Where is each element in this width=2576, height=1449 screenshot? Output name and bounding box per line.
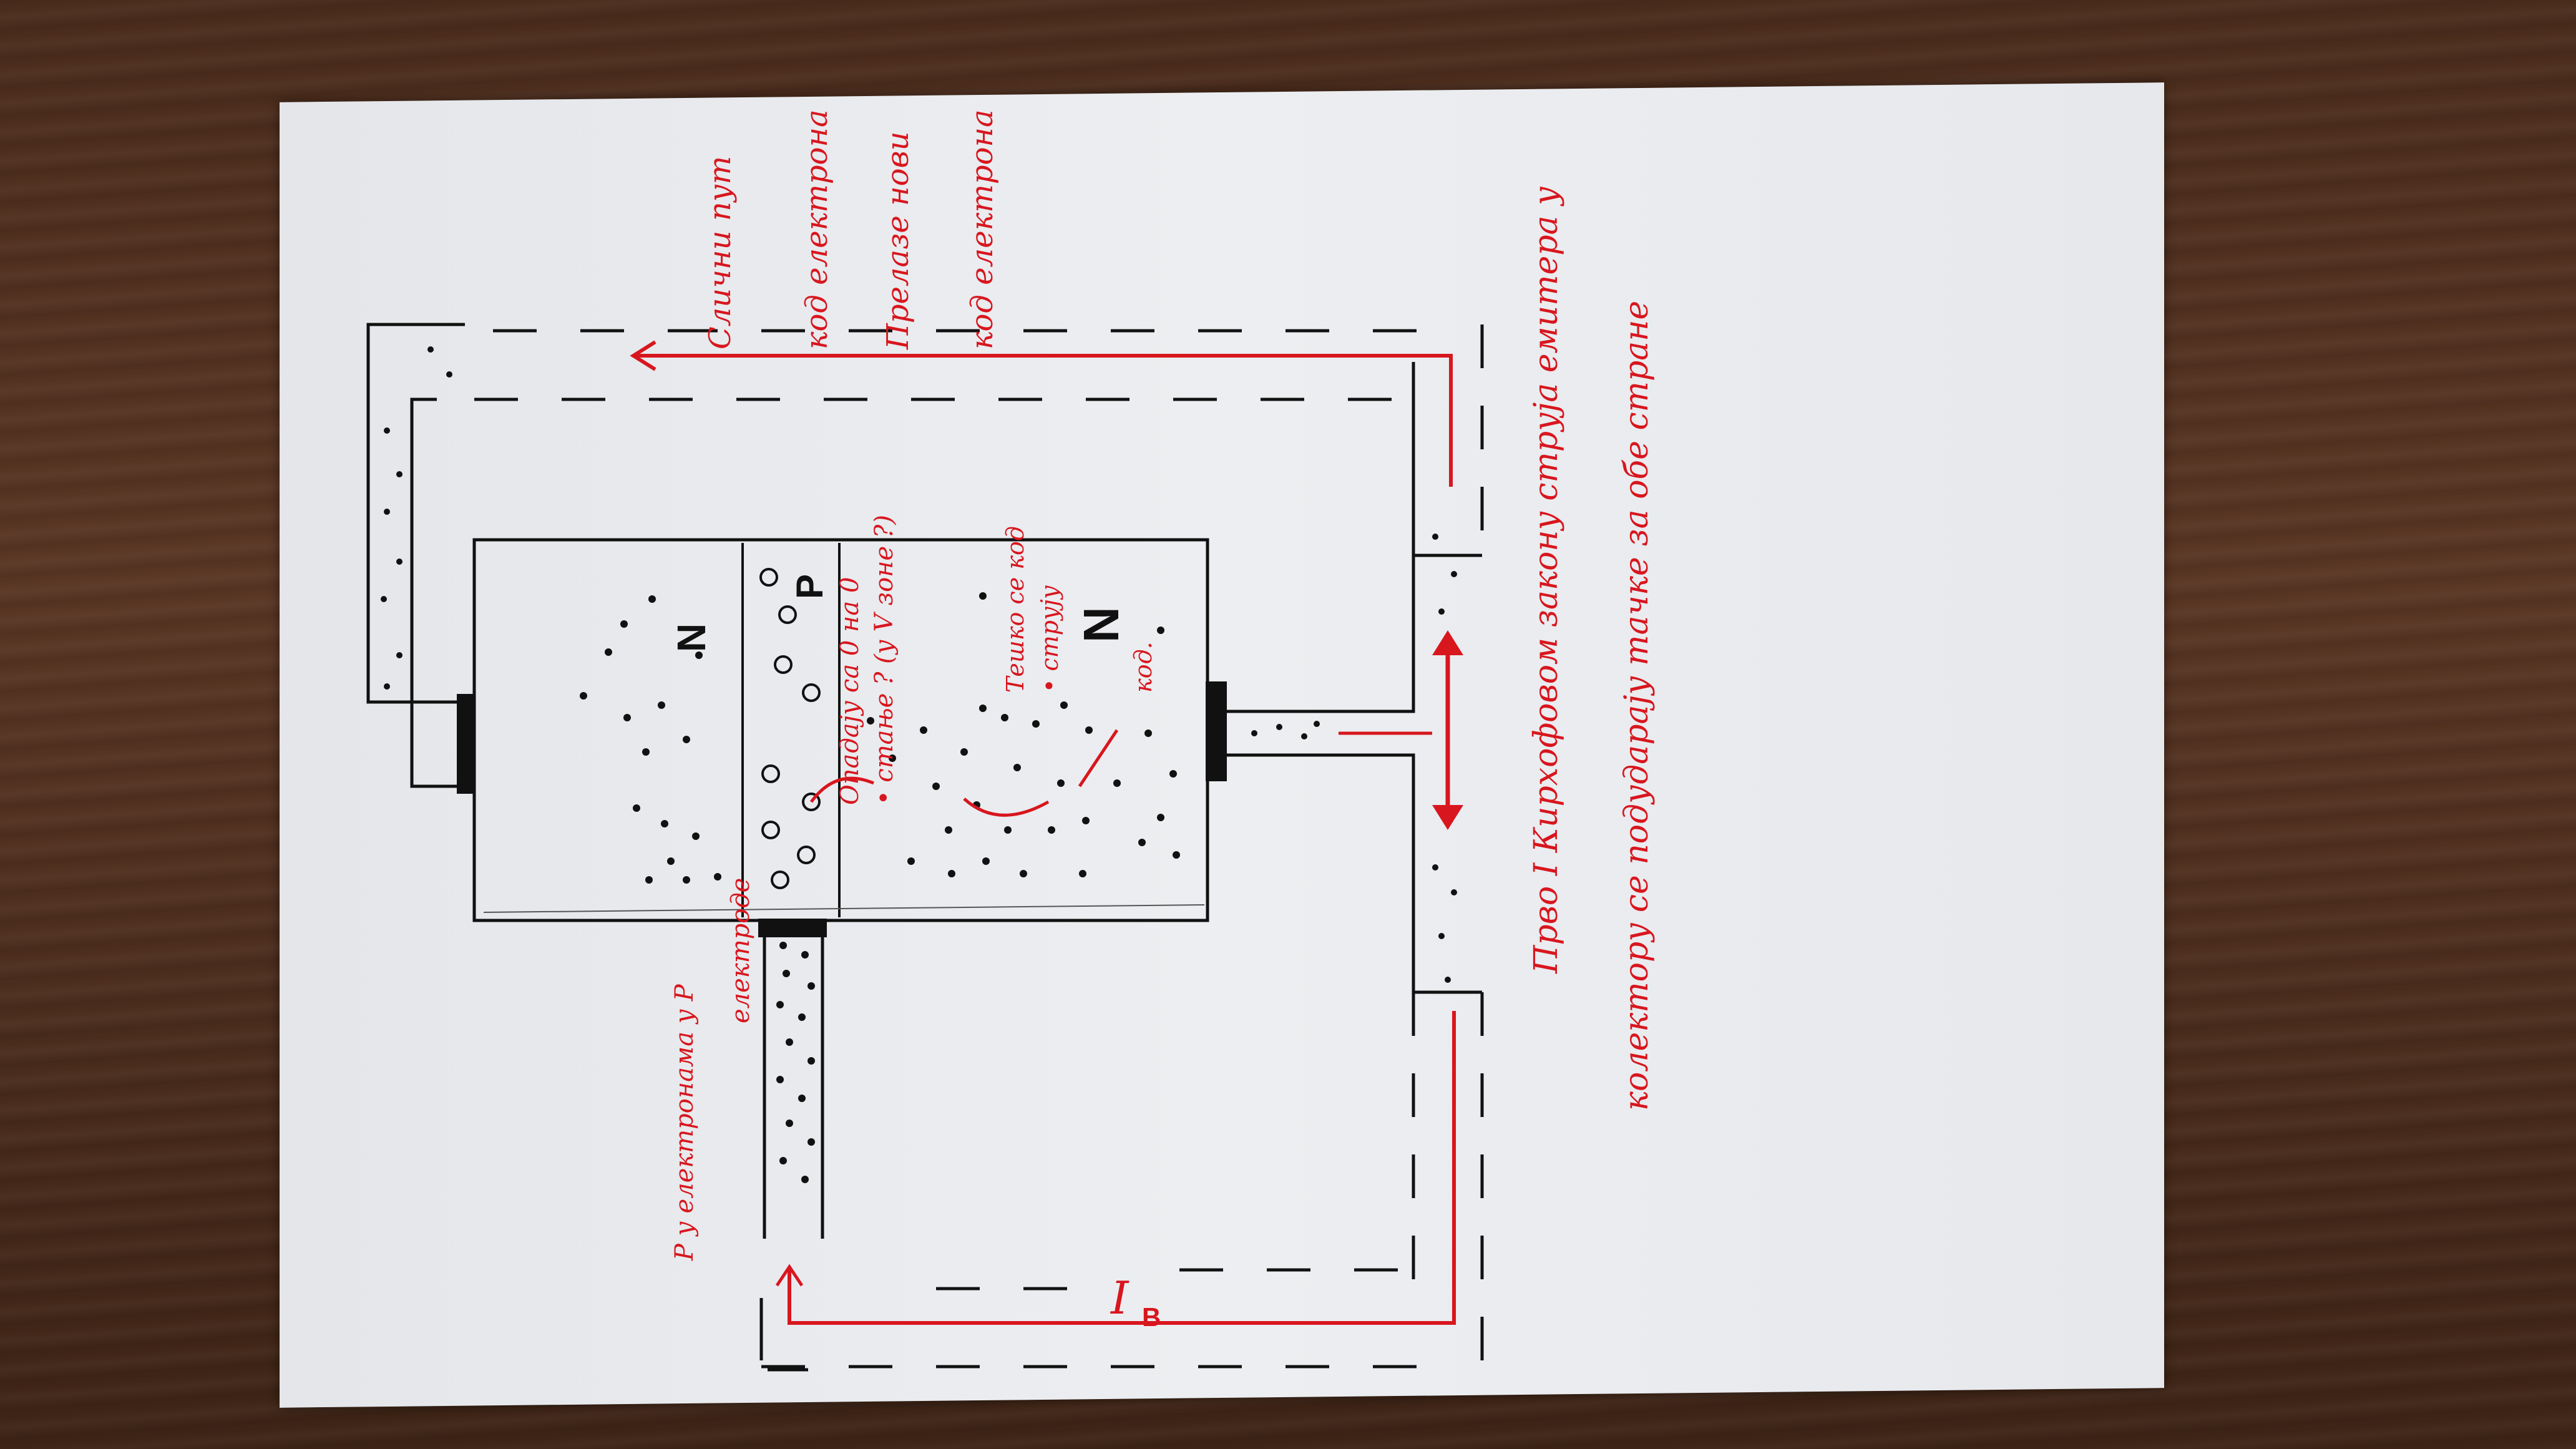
note-top-right-line-1: Слични пут — [703, 156, 738, 349]
kirchhoff-double-arrow — [1339, 630, 1463, 830]
region-n-left-label: N — [669, 623, 714, 652]
note-kirchhoff-line-2: колектору се подударају тачке за обе стр… — [1618, 301, 1656, 1111]
emitter-electrode — [457, 694, 476, 794]
note-kirchhoff-line-1: Прво I Кирхофовом закону струја емитера … — [1528, 187, 1565, 974]
note-kirchhoff: Прво I Кирхофовом закону струја емитера … — [1528, 187, 1656, 1111]
note-recomb-line-2: • стање ? (у V зоне ?) — [870, 515, 899, 805]
electron-flow-arrows — [809, 729, 1119, 817]
bottom-dashed-wire — [759, 1268, 1417, 1372]
electrons-collector-region — [867, 592, 1180, 877]
note-electrons-line-1: Тешко се код — [1002, 526, 1029, 693]
region-n-right-label: N — [1073, 607, 1129, 643]
collector-lead — [1227, 324, 1484, 1360]
note-left-line-1: Р у електронама у Р — [670, 983, 699, 1261]
holes-base-region — [759, 568, 821, 889]
note-top-right-line-2: код електрона — [799, 109, 834, 349]
base-lead — [763, 937, 824, 1239]
base-current-subscript: B — [1142, 1302, 1161, 1332]
note-left: Р у електронама у Р електроде — [670, 878, 755, 1261]
note-left-line-2: електроде — [726, 878, 755, 1023]
note-top-right-line-4: код електрона — [965, 109, 1000, 349]
top-dashed-wire — [474, 329, 1417, 401]
note-electrons-line-2: • струју — [1036, 585, 1063, 693]
note-top-right: Слични пут код електрона Прелазе нови ко… — [703, 109, 1000, 350]
note-electrons-line-3: код. — [1129, 642, 1157, 693]
outline-shadow — [483, 904, 1205, 913]
base-current-arrow — [775, 1011, 1456, 1325]
emitter-lead — [366, 323, 465, 788]
note-electrons: Тешко се код • струју код. — [1002, 526, 1157, 693]
base-current-label: I — [1110, 1272, 1129, 1324]
note-recomb-line-1: Опадају са 0 на 0 — [836, 577, 864, 805]
collector-electrode — [1206, 681, 1227, 781]
region-p-label: P — [789, 574, 831, 599]
electrons-emitter-region — [580, 595, 721, 884]
note-top-right-line-3: Прелазе нови — [881, 132, 915, 350]
note-recombination: Опадају са 0 на 0 • стање ? (у V зоне ?) — [836, 515, 899, 805]
base-electrode — [758, 919, 827, 937]
top-current-arrow — [630, 340, 1453, 487]
